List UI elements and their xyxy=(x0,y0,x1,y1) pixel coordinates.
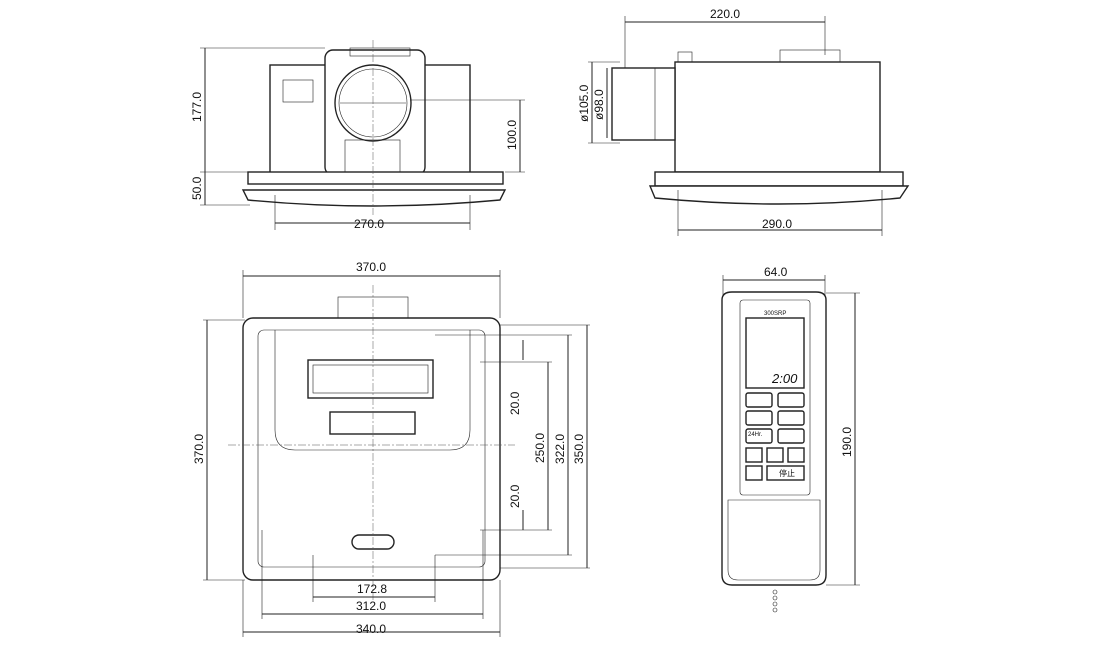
dim-177: 177.0 xyxy=(190,92,204,122)
dim-370-width: 370.0 xyxy=(356,260,386,274)
dim-100: 100.0 xyxy=(505,120,519,150)
remote-control: 300SRP 2:00 24Hr. 停止 64.0 190.0 xyxy=(721,265,860,613)
dim-322: 322.0 xyxy=(553,434,567,464)
dim-312: 312.0 xyxy=(356,599,386,613)
dim-270: 270.0 xyxy=(354,217,384,231)
bottom-view: 370.0 370.0 20.0 20.0 250.0 322.0 350.0 … xyxy=(192,260,590,637)
dim-220: 220.0 xyxy=(710,7,740,21)
dim-370-height: 370.0 xyxy=(192,434,206,464)
front-view: 177.0 50.0 100.0 270.0 xyxy=(190,40,525,231)
dim-340: 340.0 xyxy=(356,622,386,636)
remote-stop: 停止 xyxy=(779,468,795,478)
dim-350: 350.0 xyxy=(572,434,586,464)
dim-250: 250.0 xyxy=(533,433,547,463)
dim-d105: ø105.0 xyxy=(577,84,591,122)
dim-290: 290.0 xyxy=(762,217,792,231)
dim-20-bottom: 20.0 xyxy=(508,484,522,508)
dim-20-top: 20.0 xyxy=(508,391,522,415)
remote-model: 300SRP xyxy=(764,311,786,317)
dim-64: 64.0 xyxy=(764,265,788,279)
dim-190: 190.0 xyxy=(840,427,854,457)
side-view: 220.0 ø105.0 ø98.0 290.0 xyxy=(577,7,910,236)
remote-24hr: 24Hr. xyxy=(748,432,763,438)
remote-time: 2:00 xyxy=(771,371,798,386)
dim-172-8: 172.8 xyxy=(357,582,387,596)
dim-d98: ø98.0 xyxy=(592,89,606,120)
dim-50: 50.0 xyxy=(190,176,204,200)
